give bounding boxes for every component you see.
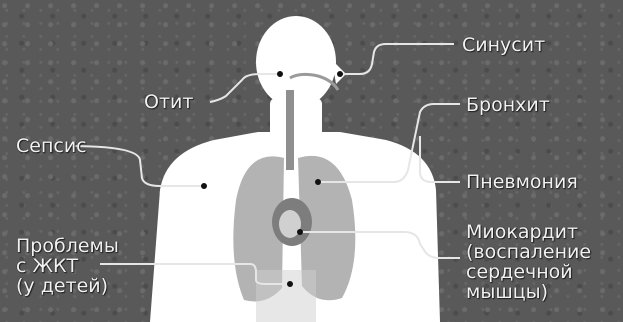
label-sinusitis: Синусит	[462, 35, 545, 55]
myocarditis-line-4: мышцы)	[466, 282, 591, 302]
stomach-dot	[287, 281, 293, 287]
lung-dot	[315, 179, 321, 185]
label-bronchitis: Бронхит	[466, 95, 550, 115]
gi-line-2: с ЖКТ	[16, 256, 119, 276]
head	[256, 16, 336, 108]
heart-dot	[297, 229, 303, 235]
gi-line-1: Проблемы	[16, 236, 119, 256]
myocarditis-line-2: (воспаление	[466, 242, 591, 262]
ear-dot	[277, 71, 283, 77]
sinus-dot	[337, 71, 343, 77]
myocarditis-line-1: Миокардит	[466, 222, 591, 242]
gi-line-3: (у детей)	[16, 276, 119, 296]
trachea	[286, 90, 294, 170]
label-sepsis: Сепсис	[16, 136, 87, 156]
myocarditis-line-3: сердечной	[466, 262, 591, 282]
blood-dot	[201, 183, 207, 189]
label-otitis: Отит	[144, 92, 193, 112]
label-pneumonia: Пневмония	[466, 172, 578, 192]
label-myocarditis: Миокардит (воспаление сердечной мышцы)	[466, 222, 591, 302]
label-gi-problems: Проблемы с ЖКТ (у детей)	[16, 236, 119, 296]
sinusitis-line	[340, 44, 454, 74]
gi-tract	[256, 270, 316, 322]
